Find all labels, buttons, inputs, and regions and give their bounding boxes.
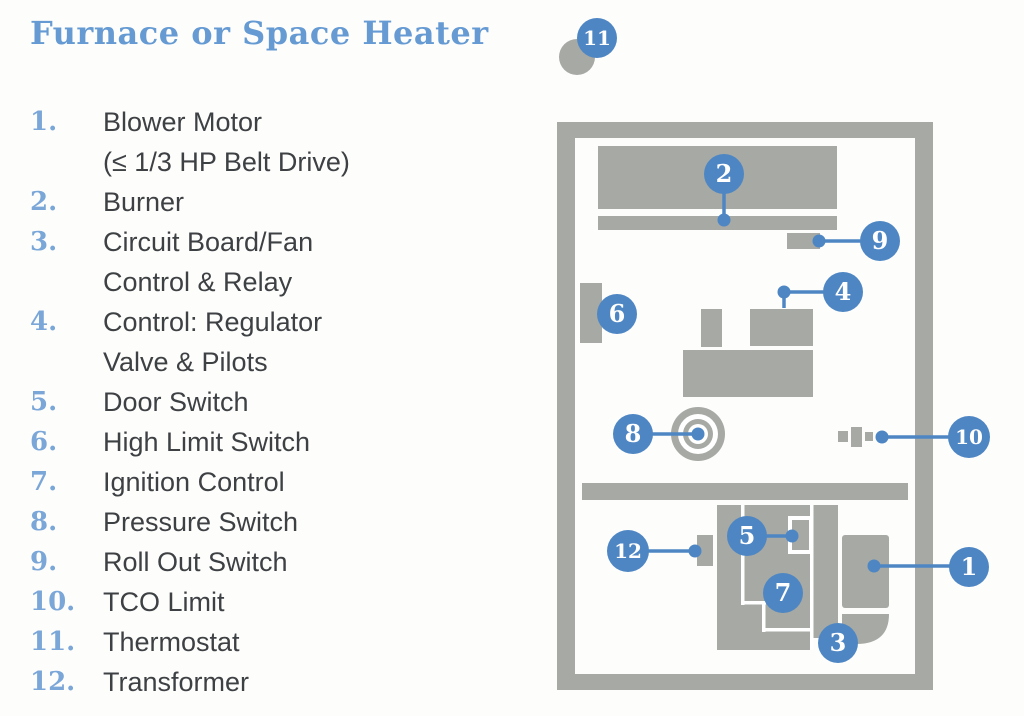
svg-text:3: 3 <box>830 628 847 657</box>
legend-item-number: 10. <box>30 587 76 617</box>
legend-item-label: Roll Out Switch <box>103 547 288 577</box>
legend-item-label: Circuit Board/Fan Control & Relay <box>103 227 314 297</box>
legend-item-transformer: 12. Transformer <box>30 662 490 702</box>
legend-item-label: Blower Motor (≤ 1/3 HP Belt Drive) <box>103 107 350 177</box>
legend-item-number: 4. <box>30 307 58 337</box>
pilot-shape <box>701 309 722 347</box>
page-title: Furnace or Space Heater <box>30 14 489 52</box>
legend-item-label: Door Switch <box>103 387 249 417</box>
legend-item-number: 5. <box>30 387 58 417</box>
legend-item-number: 12. <box>30 667 76 697</box>
burner-bar-shape <box>598 216 837 230</box>
legend-item-number: 9. <box>30 547 58 577</box>
parts-legend: 1. Blower Motor (≤ 1/3 HP Belt Drive) 2.… <box>30 102 490 702</box>
svg-text:12: 12 <box>614 539 642 563</box>
legend-item-thermostat: 11. Thermostat <box>30 622 490 662</box>
svg-text:7: 7 <box>775 578 792 607</box>
manifold-shape <box>683 350 813 397</box>
tco-limit-shape <box>838 427 873 447</box>
legend-item-number: 7. <box>30 467 58 497</box>
legend-item-number: 2. <box>30 187 58 217</box>
callout-12-transformer: 12 <box>607 530 649 572</box>
svg-text:5: 5 <box>739 521 756 550</box>
callout-6-high-limit-switch: 6 <box>597 294 637 334</box>
legend-item-high-limit-switch: 6. High Limit Switch <box>30 422 490 462</box>
legend-item-ignition-control: 7. Ignition Control <box>30 462 490 502</box>
callout-8-pressure-switch: 8 <box>613 414 653 454</box>
legend-item-burner: 2. Burner <box>30 182 490 222</box>
roll-out-switch-shape <box>787 233 820 249</box>
high-limit-switch-shape <box>580 283 602 343</box>
callout-leader-lines <box>630 190 966 573</box>
callout-11-thermostat: 11 <box>577 18 617 58</box>
legend-item-pressure-switch: 8. Pressure Switch <box>30 502 490 542</box>
legend-item-number: 8. <box>30 507 58 537</box>
callout-3-circuit-board: 3 <box>818 623 858 663</box>
legend-item-label: Control: Regulator Valve & Pilots <box>103 307 323 377</box>
svg-text:11: 11 <box>583 26 611 50</box>
legend-item-label: Burner <box>103 187 185 217</box>
legend-item-label: Transformer <box>103 667 250 697</box>
svg-text:10: 10 <box>955 425 983 449</box>
legend-item-control-regulator: 4. Control: Regulator Valve & Pilots <box>30 302 490 382</box>
door-switch-shape <box>792 520 809 550</box>
svg-text:4: 4 <box>835 277 852 306</box>
legend-item-roll-out-switch: 9. Roll Out Switch <box>30 542 490 582</box>
legend-item-tco-limit: 10. TCO Limit <box>30 582 490 622</box>
legend-item-circuit-board: 3. Circuit Board/Fan Control & Relay <box>30 222 490 302</box>
divider-shelf-shape <box>582 483 908 500</box>
callout-5-door-switch: 5 <box>727 516 767 556</box>
callout-2-burner: 2 <box>704 154 744 194</box>
legend-item-blower-motor: 1. Blower Motor (≤ 1/3 HP Belt Drive) <box>30 102 490 182</box>
legend-item-label: High Limit Switch <box>103 427 311 457</box>
legend-item-label: Ignition Control <box>103 467 285 497</box>
callout-9-roll-out-switch: 9 <box>860 221 900 261</box>
legend-item-number: 6. <box>30 427 58 457</box>
callout-7-ignition-control: 7 <box>763 573 803 613</box>
svg-text:8: 8 <box>625 419 642 448</box>
svg-text:9: 9 <box>872 226 889 255</box>
legend-item-number: 3. <box>30 227 58 257</box>
callout-4-control-regulator: 4 <box>823 272 863 312</box>
regulator-valve-shape <box>750 309 813 346</box>
transformer-shape <box>697 535 713 566</box>
legend-item-label: Thermostat <box>103 627 240 657</box>
svg-text:2: 2 <box>716 159 733 188</box>
callout-1-blower-motor: 1 <box>949 547 989 587</box>
legend-item-number: 11. <box>30 627 76 657</box>
furnace-cabinet-outline <box>557 122 933 690</box>
legend-item-number: 1. <box>30 107 58 137</box>
svg-text:1: 1 <box>961 552 978 581</box>
svg-text:6: 6 <box>609 299 626 328</box>
legend-item-label: TCO Limit <box>103 587 225 617</box>
legend-item-door-switch: 5. Door Switch <box>30 382 490 422</box>
callout-10-tco-limit: 10 <box>948 416 990 458</box>
legend-item-label: Pressure Switch <box>103 507 299 537</box>
